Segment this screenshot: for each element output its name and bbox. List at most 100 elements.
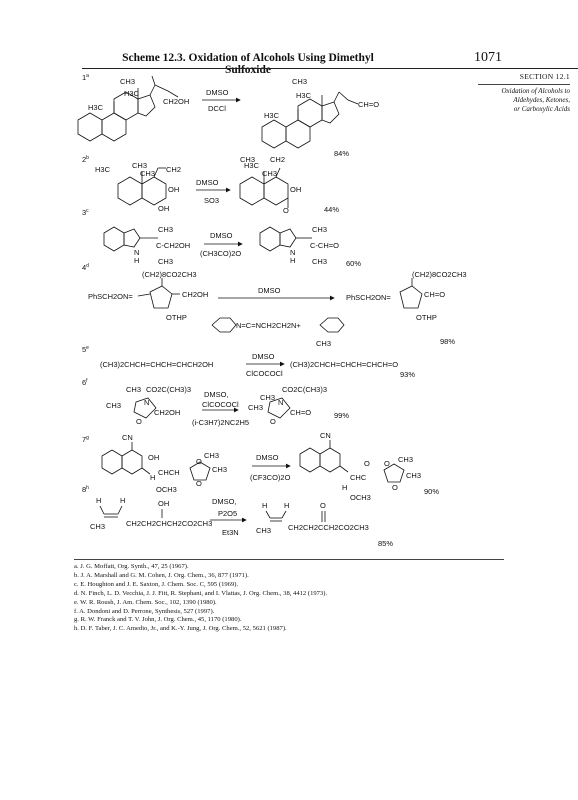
oxazolidine-structure-right: CH3 CO2C(CH3)3 N CH3 CH=O O: [248, 385, 327, 426]
hydroxyl-label: OH: [290, 185, 301, 194]
oxazolidine-structure-left: CH3 CO2C(CH3)3 N CH3 CH2OH O: [106, 385, 191, 426]
reagent-label: DMSO: [258, 286, 281, 295]
nitrogen-label: N: [144, 398, 149, 407]
methyl-label: CH3: [260, 393, 275, 402]
reference-item: a. J. G. Moffatt, Org. Synth., 47, 25 (1…: [74, 563, 189, 570]
hydroxy-ester-label: CH2CH2CHCH2CO2CH3: [126, 519, 212, 528]
footnote-rule: [74, 559, 504, 560]
hydroxyl-label: OH: [158, 499, 169, 508]
methyl-label: CH3: [262, 169, 277, 178]
hydrogen-label: H: [120, 496, 125, 505]
reagent-label: DMSO: [252, 352, 275, 361]
decalin-structure-left: H3C CH3 CH3 CH2 OH OH: [95, 161, 181, 213]
keto-ester-label: CH2CH2CCH2CO2CH3: [288, 523, 369, 532]
sidebar-subtitle: Oxidation of Alcohols to Aldehydes, Keto…: [470, 87, 570, 114]
reaction-7: 7g CN OH H CHCH OCH3 O CH3 CH3 O DMSO (C…: [82, 431, 439, 502]
decalin-structure-right: H3C CH3 CH3 CH2 OH O: [239, 155, 301, 215]
reaction-scheme: 1a CH3 H3C H3C CH2OH DMSO DCCl: [77, 73, 467, 548]
hydroxymethyl-label: CH2OH: [154, 408, 180, 417]
hydrogen-label: H: [96, 496, 101, 505]
hydroxymethyl-label: CH2OH: [182, 290, 208, 299]
ester-label: CO2C(CH3)3: [146, 385, 191, 394]
hydrogen-label: H: [262, 501, 267, 510]
nitrogen-label: N: [278, 398, 283, 407]
reagent-label: DMSO: [196, 178, 219, 187]
methylene-label: CH2: [166, 165, 181, 174]
methyl-label: CH3: [158, 225, 173, 234]
yield-label: 98%: [440, 337, 455, 346]
reagent-label: DMSO: [210, 231, 233, 240]
reagent-label: Et3N: [222, 528, 239, 537]
reaction-number: 3c: [82, 208, 89, 217]
reference-item: e. W. R. Roush, J. Am. Chem. Soc., 102, …: [74, 598, 217, 606]
reagent-label: DMSO,: [204, 390, 229, 399]
steroid-structure-left: CH3 H3C H3C CH2OH: [77, 75, 189, 142]
hydroxyl-label: OH: [168, 185, 179, 194]
header-rule: [82, 68, 504, 69]
methoxy-label: OCH3: [156, 485, 177, 494]
ketone-carbon-label: CHC: [350, 473, 367, 482]
nitrile-label: CN: [320, 431, 331, 440]
nitrile-label: CN: [122, 433, 133, 442]
hydroxyl-label: OH: [148, 453, 159, 462]
hydrogen-label: H: [290, 256, 295, 265]
methyl-label: CH3: [204, 451, 219, 460]
sidebar-subtitle-line: Oxidation of Alcohols to: [501, 87, 570, 95]
indole-structure-right: N H CH3 C-CH=O CH3: [259, 225, 339, 266]
thp-ether-label: OTHP: [416, 313, 437, 322]
methyl-label: H3C: [244, 161, 260, 170]
ring-oxygen-label: O: [392, 483, 398, 492]
thp-ether-label: OTHP: [166, 313, 187, 322]
steroid-structure-right: CH3 H3C H3C CH=O: [261, 77, 379, 149]
alkene-alcohol-left: H H CH3 CH2CH2CHCH2CO2CH3 OH: [90, 496, 212, 531]
hydrogen-label: H: [150, 473, 155, 482]
side-chain-label: (CH2)8CO2CH3: [412, 270, 467, 279]
methyl-label: H3C: [88, 103, 104, 112]
reference-item: c. E. Houghton and J. E. Saxton, J. Chem…: [74, 580, 239, 588]
reagent-label: DMSO: [206, 88, 229, 97]
ring-oxygen-label: O: [270, 417, 276, 426]
reaction-1: 1a CH3 H3C H3C CH2OH DMSO DCCl: [77, 73, 379, 158]
carbonyl-oxygen-label: O: [320, 501, 326, 510]
yield-label: 90%: [424, 487, 439, 496]
naphthalene-structure-right: CN O CHC H OCH3 O CH3 CH3 O: [299, 431, 421, 502]
reaction-number: 1a: [82, 73, 89, 82]
methyl-label: CH3: [248, 403, 263, 412]
aldehyde-label: C-CH=O: [310, 241, 339, 250]
methyl-label: H3C: [296, 91, 312, 100]
reagent-label: DMSO,: [212, 497, 237, 506]
methyl-label: H3C: [124, 89, 140, 98]
reagent-label: (CH3CO)2O: [200, 249, 241, 258]
yield-label: 44%: [324, 205, 339, 214]
methyl-label: CH3: [140, 169, 155, 178]
aldehyde-label: CH=O: [358, 100, 379, 109]
reference-item: d. N. Finch, L. D. Vecchia, J. J. Fitt, …: [74, 589, 328, 597]
yield-label: 99%: [334, 411, 349, 420]
yield-label: 93%: [400, 370, 415, 379]
carbodiimide-reagent: N=C=NCH2CH2N+ CH3: [211, 317, 345, 348]
methylene-label: CH2: [270, 155, 285, 164]
reaction-number: 6f: [82, 378, 88, 387]
methyl-label: CH3: [126, 385, 141, 394]
methyl-label: CH3: [256, 526, 271, 535]
reaction-3: 3c N H CH3 C-CH2OH CH3 DMSO (CH3CO)2O N …: [82, 208, 361, 268]
dienal-label: (CH3)2CHCH=CHCH=CHCH=O: [290, 360, 398, 369]
alcohol-label: C-CH2OH: [156, 241, 190, 250]
sidebar-rule-2: [478, 84, 570, 85]
reaction-8: 8h H H CH3 CH2CH2CHCH2CO2CH3 OH DMSO, P2…: [82, 485, 393, 548]
reaction-5: 5e (CH3)2CHCH=CHCH=CHCH2OH DMSO ClCOCOCl…: [82, 345, 415, 379]
reaction-4: 4d (CH2)8CO2CH3 PhSCH2ON= CH2OH OTHP DMS…: [82, 263, 467, 348]
aldehyde-label: CH=O: [290, 408, 311, 417]
alkene-ketone-right: H H CH3 CH2CH2CCH2CO2CH3 O: [256, 501, 369, 535]
methyl-label: CH3: [316, 339, 331, 348]
carbodiimide-label: N=C=NCH2CH2N+: [236, 321, 301, 330]
indole-structure-left: N H CH3 C-CH2OH CH3: [103, 225, 190, 266]
methyl-label: CH3: [398, 455, 413, 464]
page-number: 1071: [474, 50, 502, 65]
aldehyde-label: CH=O: [424, 290, 445, 299]
hydrogen-label: H: [134, 256, 139, 265]
ring-oxygen-label: O: [196, 479, 202, 488]
reaction-number: 7g: [82, 435, 89, 444]
reference-item: g. R. W. Franck and T. V. John, J. Org. …: [74, 616, 242, 624]
diol-carbon-label: CHCH: [158, 468, 180, 477]
